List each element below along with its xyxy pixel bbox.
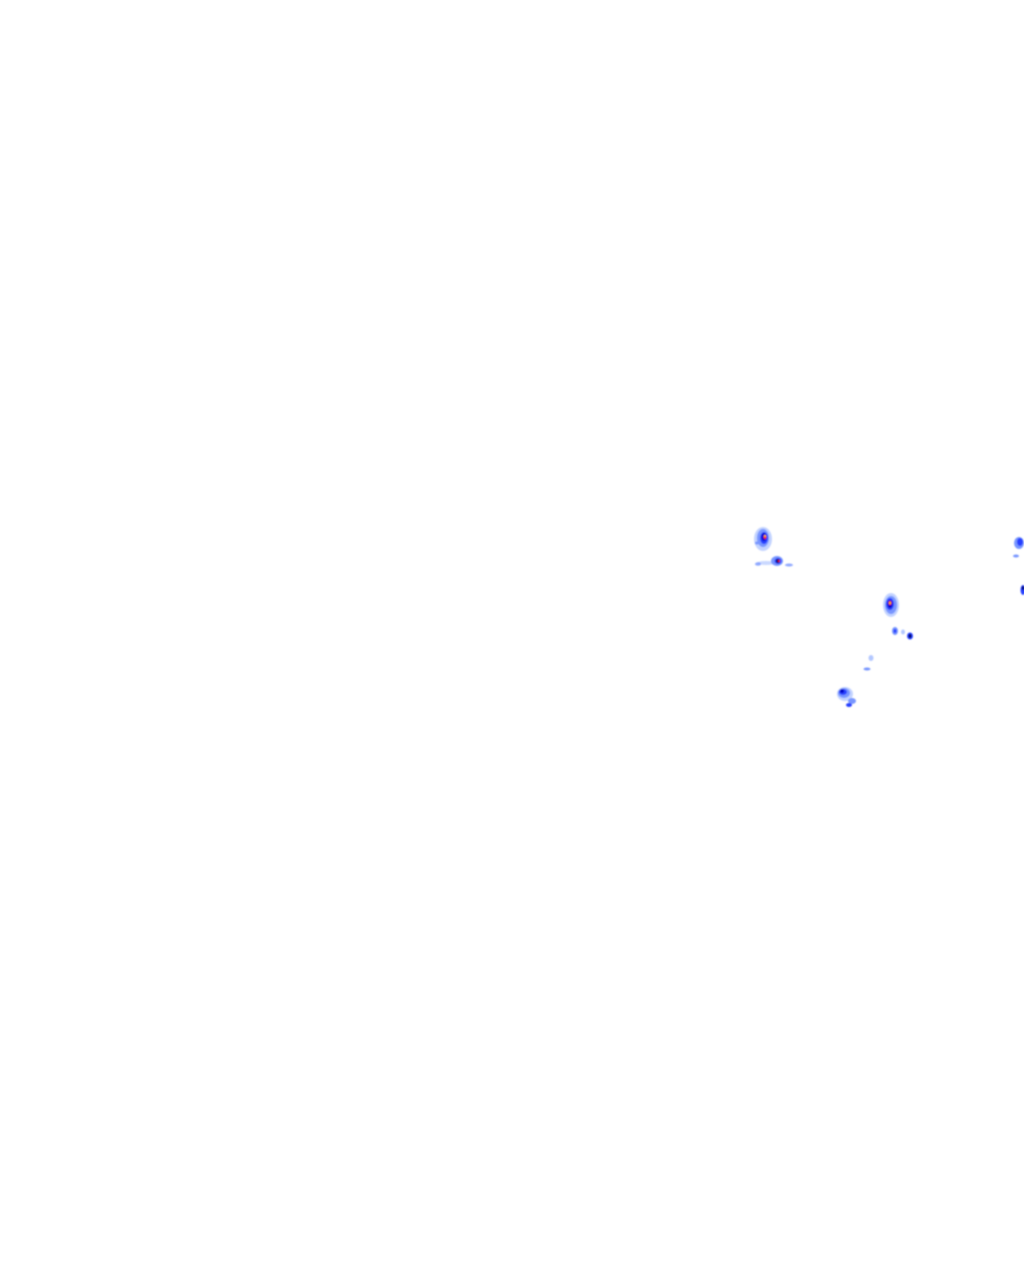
radar-echo-cell-1 xyxy=(754,527,772,551)
radar-echo-cell-5 xyxy=(863,655,874,671)
radar-echo-cell-2 xyxy=(755,556,793,567)
radar-echo-cell-4 xyxy=(892,627,913,640)
radar-echo-cell-6 xyxy=(837,687,856,707)
radar-echo-cell-7 xyxy=(1013,537,1024,595)
radar-echo-cell-3 xyxy=(883,593,899,617)
